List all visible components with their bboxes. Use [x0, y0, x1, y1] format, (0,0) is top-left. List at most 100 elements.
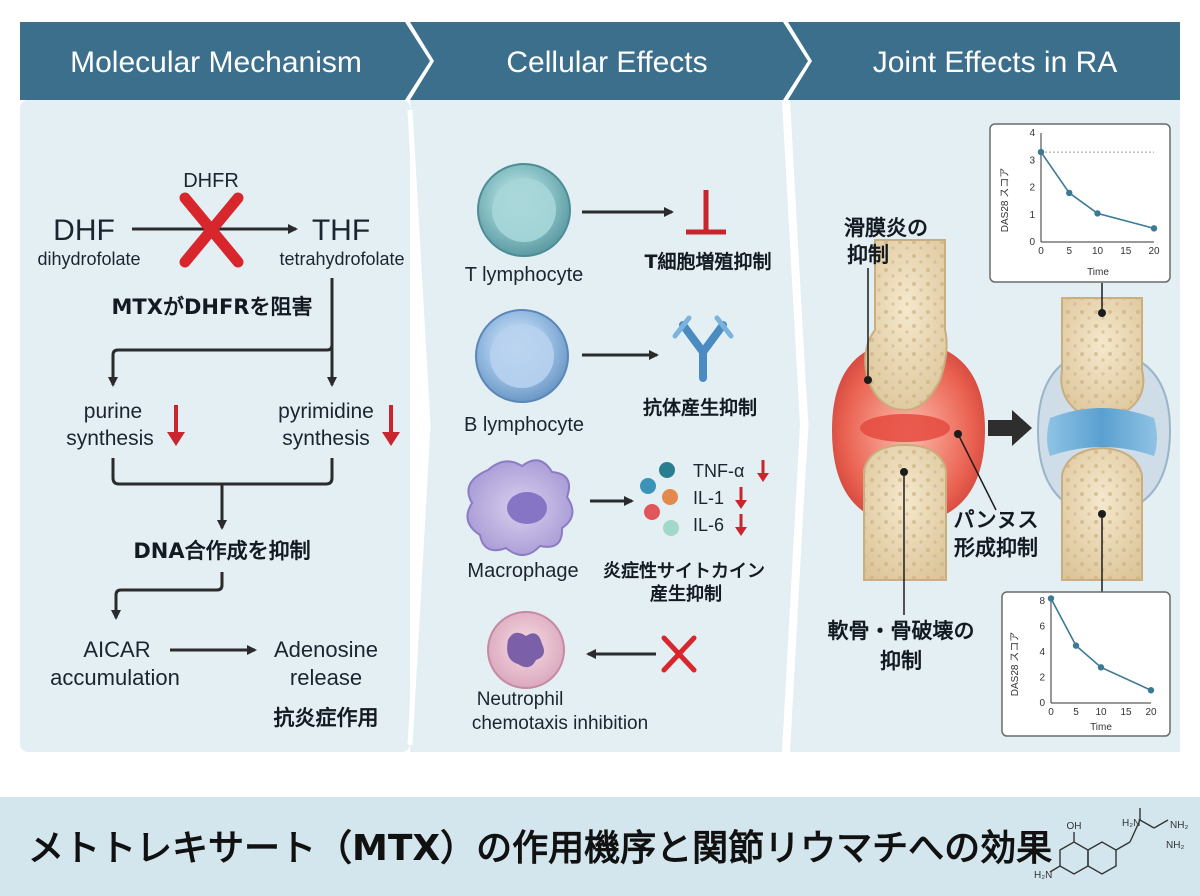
purine-down-arrow-icon	[167, 405, 185, 446]
neutrophil-label: Neutrophil	[477, 689, 564, 710]
x-tick-label: 15	[1120, 707, 1132, 718]
x-tick-label: 10	[1095, 707, 1107, 718]
inhibition-bar-icon	[686, 190, 726, 235]
pannus-label: パンヌス	[953, 508, 1038, 532]
chart-frame	[989, 123, 1171, 283]
b-cell-effect-label: 抗体産生抑制	[643, 396, 757, 419]
data-point	[1072, 642, 1080, 649]
nh2-group-a: NH₂	[1170, 820, 1188, 831]
x-tick-label: 20	[1145, 707, 1157, 718]
synovitis-label-2: 抑制	[847, 243, 889, 267]
purine-synthesis-label: synthesis	[66, 427, 154, 450]
cytokine-effect-label: 炎症性サイトカイン	[603, 560, 765, 582]
chart-frame	[1001, 591, 1171, 737]
adenosine-release-label: release	[290, 665, 362, 690]
dna-label: DNA合作成を抑制	[133, 539, 310, 563]
y-tick-label: 0	[1039, 698, 1045, 709]
t-lymphocyte-icon	[477, 163, 571, 257]
data-point	[1066, 189, 1073, 197]
footer-background	[0, 797, 1200, 896]
data-point	[1037, 148, 1045, 156]
cytokine-dots-icon	[640, 462, 679, 536]
t-cell-effect-label: T細胞増殖抑制	[645, 250, 772, 273]
h2n-group-b: H₂N	[1034, 870, 1052, 881]
y-tick-label: 2	[1039, 673, 1045, 684]
y-tick-label: 3	[1029, 155, 1035, 166]
macrophage-label: Macrophage	[467, 560, 578, 582]
adenosine-label: Adenosine	[274, 637, 378, 662]
b-lymphocyte-label: B lymphocyte	[464, 414, 584, 436]
pannus-label-2: 形成抑制	[954, 536, 1038, 560]
neutrophil-chemotaxis-label: chemotaxis inhibition	[472, 713, 648, 734]
y-axis-label: DAS28 スコア	[1010, 632, 1021, 696]
y-tick-label: 8	[1039, 596, 1045, 607]
synovitis-pointer-dot	[864, 376, 872, 384]
b-lymphocyte-icon	[475, 309, 569, 403]
cartilage-label-2: 抑制	[880, 649, 922, 673]
t-lymphocyte-label: T lymphocyte	[465, 264, 584, 286]
cytokine-il1-label: IL-1	[693, 488, 724, 508]
oh-group: OH	[1067, 821, 1082, 832]
y-tick-label: 2	[1029, 183, 1035, 194]
nh2-group-b: NH₂	[1166, 840, 1184, 851]
y-axis-label: DAS28 スコア	[1000, 168, 1011, 232]
x-axis-label: Time	[1090, 722, 1112, 733]
purine-label: purine	[84, 400, 142, 423]
pyrimidine-synthesis-label: synthesis	[282, 427, 370, 450]
series-line	[1040, 151, 1155, 230]
chart1-pointer-dot	[1098, 309, 1106, 317]
series-line	[1050, 598, 1152, 691]
pyrimidine-down-arrow-icon	[382, 405, 400, 446]
synovitis-label: 滑膜炎の	[844, 216, 928, 240]
header-joint: Joint Effects in RA	[873, 46, 1118, 79]
x-tick-label: 0	[1038, 246, 1044, 257]
x-tick-label: 10	[1092, 246, 1104, 257]
footer: メトトレキサート（MTX）の作用機序と関節リウマチへの効果 OH NH₂ NH₂…	[0, 797, 1200, 896]
chemotaxis-x-icon	[661, 635, 697, 673]
y-tick-label: 0	[1029, 237, 1035, 248]
aicar-label: AICAR	[83, 637, 150, 662]
joint-effects: 滑膜炎の 抑制 パンヌス 形成抑制 軟骨・骨破壊の 抑制 DAS28 スコア T…	[828, 123, 1172, 737]
x-tick-label: 0	[1048, 707, 1054, 718]
mtx-inhibits-label: MTXがDHFRを阻害	[112, 295, 313, 319]
das28-chart-bottom: DAS28 スコア Time 0 5 10 15 20 0 2 4 6 8	[1001, 591, 1171, 737]
inflamed-joint-icon	[832, 239, 985, 581]
data-point	[1150, 225, 1158, 232]
pyrimidine-label: pyrimidine	[278, 400, 374, 423]
cartilage-pointer-dot	[900, 468, 908, 476]
molecular-mechanism: DHFR DHF dihydrofolate THF tetrahydrofol…	[37, 170, 404, 730]
improvement-arrow-icon	[988, 410, 1032, 446]
x-tick-label: 5	[1073, 707, 1079, 718]
header-molecular: Molecular Mechanism	[70, 46, 362, 79]
y-tick-label: 6	[1039, 622, 1045, 633]
neutrophil-icon	[487, 611, 565, 689]
chart2-pointer-dot	[1098, 510, 1106, 518]
mtx-structure-icon	[1049, 808, 1169, 875]
dhf-label: DHF	[53, 214, 115, 247]
x-tick-label: 15	[1120, 246, 1132, 257]
data-point	[1097, 664, 1105, 671]
cytokine-il6-label: IL-6	[693, 515, 724, 535]
thf-label: THF	[312, 214, 370, 247]
y-tick-label: 4	[1039, 647, 1045, 658]
data-point	[1147, 687, 1155, 694]
y-tick-label: 1	[1029, 210, 1035, 221]
cellular-effects: T lymphocyte T細胞増殖抑制 B lymphocyte 抗体産生抑制…	[464, 163, 772, 734]
dhf-full-label: dihydrofolate	[37, 249, 140, 269]
y-tick-label: 4	[1029, 128, 1035, 139]
macrophage-icon	[466, 459, 574, 556]
header-cellular: Cellular Effects	[506, 46, 707, 79]
data-point	[1094, 210, 1101, 217]
h2n-group: H₂N	[1122, 818, 1140, 829]
antibody-icon	[672, 315, 734, 382]
header-bar: Molecular Mechanism Cellular Effects Joi…	[20, 22, 1180, 100]
page-title: メトトレキサート（MTX）の作用機序と関節リウマチへの効果	[28, 828, 1052, 869]
anti-inflammatory-label: 抗炎症作用	[274, 706, 379, 730]
x-tick-label: 5	[1066, 246, 1072, 257]
x-axis-label: Time	[1087, 267, 1109, 278]
dhfr-label: DHFR	[183, 170, 239, 192]
cartilage-label: 軟骨・骨破壊の	[828, 619, 975, 643]
thf-full-label: tetrahydrofolate	[279, 249, 404, 269]
